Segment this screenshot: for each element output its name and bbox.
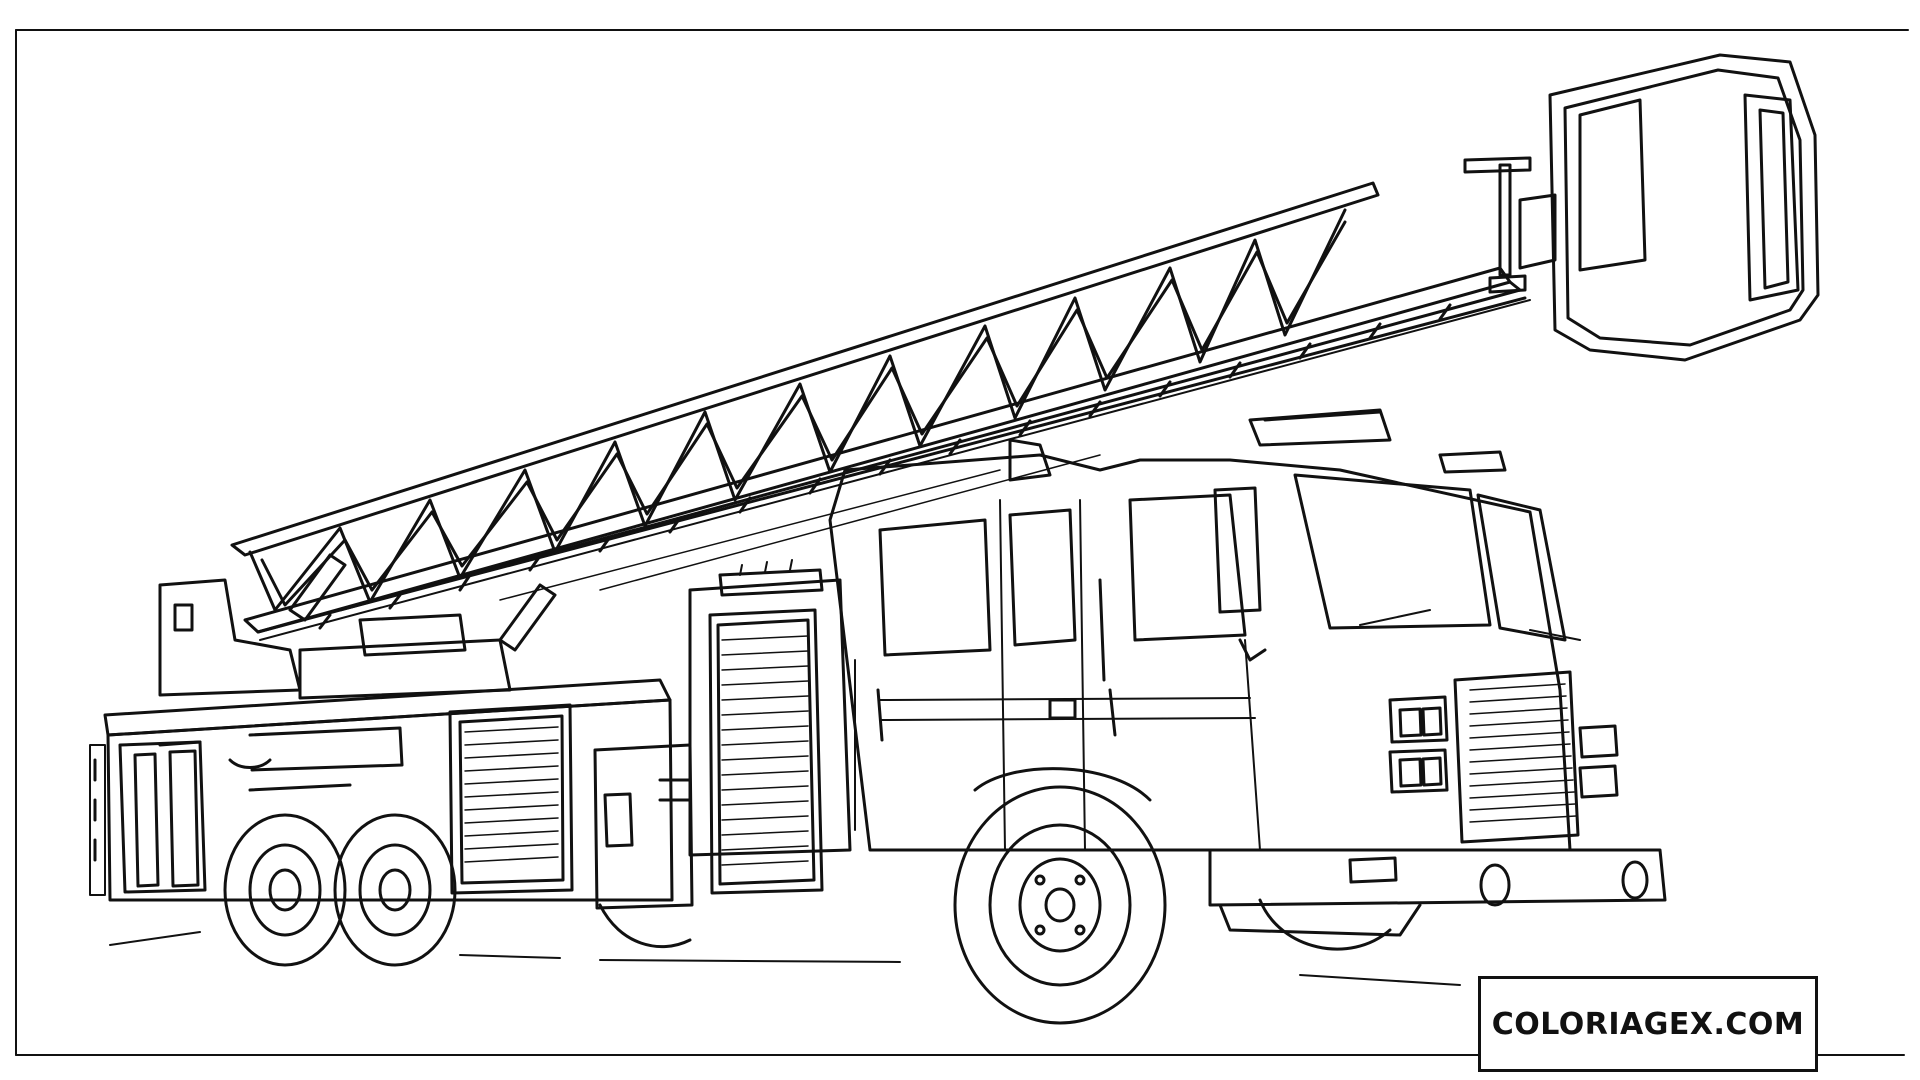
rear-wheel-1 (223, 813, 347, 967)
page-frame (15, 29, 1909, 1056)
aerial-ladder (158, 156, 1557, 700)
rescue-basket (1548, 53, 1820, 362)
watermark-box: COLORIAGEX.COM (1478, 976, 1818, 1072)
front-wheel-far (1258, 898, 1392, 951)
watermark-text: COLORIAGEX.COM (1491, 1006, 1805, 1042)
truck-cab (688, 408, 1667, 937)
front-wheel (953, 767, 1167, 1025)
rear-wheel-3 (598, 903, 692, 949)
ground-line (109, 931, 1461, 986)
rear-wheel-2 (333, 813, 457, 967)
truck-body (89, 678, 694, 910)
